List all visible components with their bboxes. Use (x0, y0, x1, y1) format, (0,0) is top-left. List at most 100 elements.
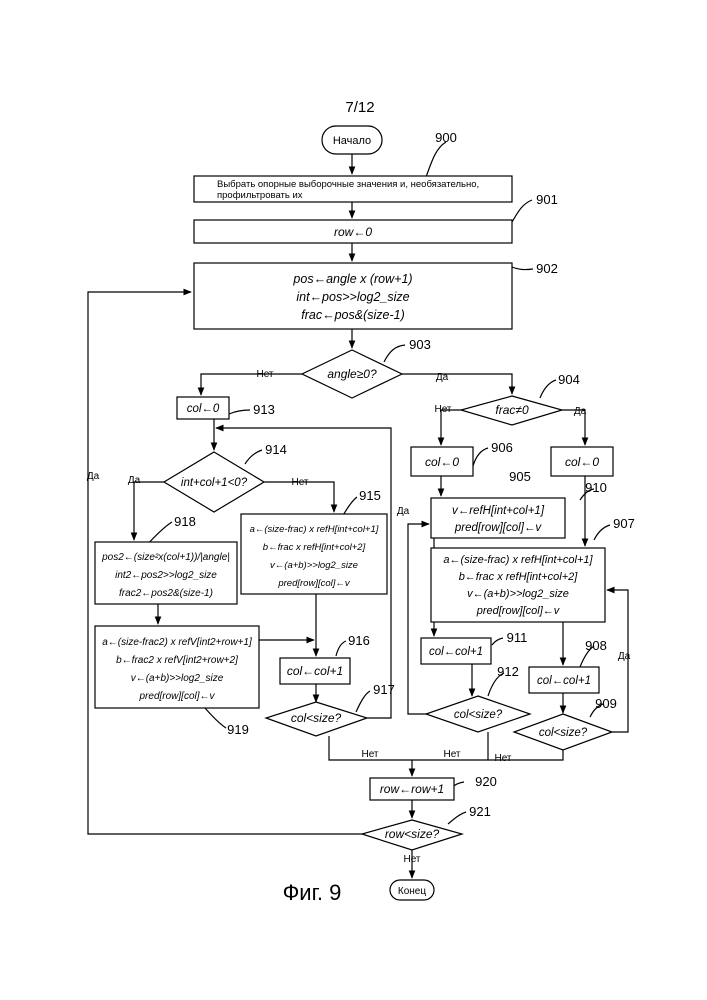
step-908-text: col←col+1 (537, 675, 591, 687)
decision-904: frac≠0 (461, 396, 562, 425)
label-912-no: Нет (443, 749, 460, 760)
step-906-text: col←0 (425, 455, 459, 469)
ref-901: 901 (536, 192, 558, 207)
step-910-box: v←refH[int+col+1] pred[row][col]←v (431, 498, 565, 538)
step-915-line3: v←(a+b)>>log2_size (270, 560, 358, 571)
ref-903: 903 (409, 337, 431, 352)
step-908-box: col←col+1 (529, 667, 599, 693)
step-915-box: a←(size-frac) x refH[int+col+1] b←frac x… (241, 514, 387, 594)
start-label: Начало (333, 135, 371, 147)
decision-917: col<size? (266, 702, 367, 736)
step-911-text: col←col+1 (429, 646, 483, 658)
ref-920: 920 (475, 774, 497, 789)
step-900-line1: Выбрать опорные выборочные значения и, н… (217, 179, 479, 190)
step-900-box: Выбрать опорные выборочные значения и, н… (194, 176, 512, 202)
step-919-box: a←(size-frac2) x refV[int2+row+1] b←frac… (95, 626, 259, 708)
decision-904-text: frac≠0 (495, 403, 529, 417)
step-902-line2: int←pos>>log2_size (296, 290, 409, 304)
ref-918: 918 (174, 514, 196, 529)
end-label: Конец (398, 886, 426, 897)
label-917-no: Нет (361, 749, 378, 760)
ref-904: 904 (558, 372, 580, 387)
ref-907: 907 (613, 516, 635, 531)
step-919-line3: v←(a+b)>>log2_size (131, 673, 224, 684)
decision-903-text: angle≥0? (327, 367, 377, 381)
label-904-yes: Да (574, 406, 587, 417)
ref-902: 902 (536, 261, 558, 276)
step-918-box: pos2←(size²x(col+1))/|angle| int2←pos2>>… (95, 542, 237, 604)
start-terminal: Начало (322, 126, 382, 154)
decision-921: row<size? (362, 820, 462, 850)
step-920-text: row←row+1 (380, 782, 444, 796)
step-910-line1: v←refH[int+col+1] (452, 505, 545, 517)
step-919-line4: pred[row][col]←v (138, 691, 215, 702)
step-902-box: pos←angle x (row+1) int←pos>>log2_size f… (194, 263, 512, 329)
ref-909: 909 (595, 696, 617, 711)
step-918-line3: frac2←pos2&(size-1) (119, 588, 213, 599)
decision-914: int+col+1<0? (164, 452, 264, 512)
step-901-box: row←0 (194, 220, 512, 243)
label-921-no: Нет (403, 854, 420, 865)
ref-914: 914 (265, 442, 287, 457)
step-920-box: row←row+1 (370, 778, 454, 800)
figure-caption: Фиг. 9 (283, 880, 342, 905)
ref-900: 900 (435, 130, 457, 145)
label-914-yes: Да (128, 475, 141, 486)
end-terminal: Конец (390, 880, 434, 900)
decision-912-text: col<size? (454, 709, 503, 721)
decision-921-text: row<size? (385, 827, 440, 841)
step-905-box: col←0 (551, 447, 613, 476)
ref-916: 916 (348, 633, 370, 648)
decision-909: col<size? (514, 714, 612, 750)
step-907-line4: pred[row][col]←v (476, 605, 561, 617)
step-905-text: col←0 (565, 455, 599, 469)
label-903-yes: Да (436, 372, 449, 383)
step-918-line2: int2←pos2>>log2_size (115, 570, 217, 581)
step-902-line3: frac←pos&(size-1) (301, 308, 405, 322)
step-907-line3: v←(a+b)>>log2_size (467, 588, 569, 600)
ref-910: 910 (585, 480, 607, 495)
step-919-line1: a←(size-frac2) x refV[int2+row+1] (102, 637, 252, 648)
sheet-number: 7/12 (345, 99, 374, 116)
label-903-no: Нет (256, 369, 273, 380)
decision-912: col<size? (426, 696, 530, 732)
label-917-yes: Да (397, 506, 410, 517)
step-910-line2: pred[row][col]←v (454, 522, 543, 534)
ref-917: 917 (373, 682, 395, 697)
step-911-box: col←col+1 (421, 638, 491, 664)
step-918-line1: pos2←(size²x(col+1))/|angle| (101, 552, 230, 563)
step-900-line2: профильтровать их (217, 190, 303, 201)
step-915-line2: b←frac x refH[int+col+2] (263, 542, 366, 553)
ref-913: 913 (253, 402, 275, 417)
ref-908: 908 (585, 638, 607, 653)
step-907-line1: a←(size-frac) x refH[int+col+1] (443, 554, 593, 566)
step-915-line1: a←(size-frac) x refH[int+col+1] (250, 524, 379, 535)
step-906-box: col←0 (411, 447, 473, 476)
ref-919: 919 (227, 722, 249, 737)
step-913-text: col←0 (187, 403, 220, 415)
label-914-no: Нет (291, 477, 308, 488)
ref-915: 915 (359, 488, 381, 503)
step-902-line1: pos←angle x (row+1) (292, 272, 412, 286)
ref-921: 921 (469, 804, 491, 819)
step-913-box: col←0 (177, 397, 229, 419)
step-907-line2: b←frac x refH[int+col+2] (459, 571, 579, 583)
ref-906: 906 (491, 440, 513, 455)
decision-917-text: col<size? (291, 711, 342, 725)
step-919-line2: b←frac2 x refV[int2+row+2] (116, 655, 238, 666)
label-909-no: Нет (494, 753, 511, 764)
step-901-text: row←0 (334, 225, 372, 239)
decision-914-text: int+col+1<0? (181, 477, 248, 489)
label-909-yes: Да (618, 651, 631, 662)
step-915-line4: pred[row][col]←v (277, 578, 351, 589)
step-916-text: col←col+1 (287, 664, 343, 678)
step-916-box: col←col+1 (280, 658, 350, 684)
ref-911: 911 (507, 630, 528, 645)
ref-912: 912 (497, 664, 519, 679)
decision-909-text: col<size? (539, 727, 588, 739)
step-907-box: a←(size-frac) x refH[int+col+1] b←frac x… (431, 548, 605, 622)
label-921-yes: Да (87, 471, 100, 482)
label-904-no: Нет (434, 404, 451, 415)
ref-905: 905 (509, 469, 531, 484)
